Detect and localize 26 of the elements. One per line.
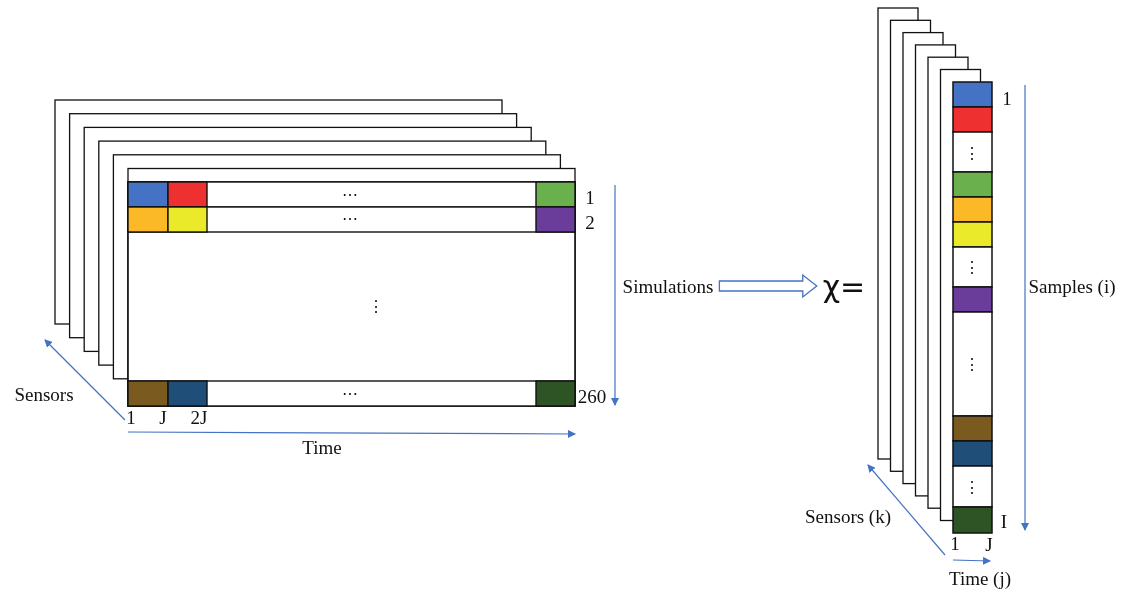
ellipsis-mark: ⋯ bbox=[342, 386, 358, 402]
ellipsis-mark: ⋮ bbox=[964, 480, 980, 496]
text-label: χ= bbox=[822, 272, 866, 302]
row-number: 2 bbox=[585, 212, 595, 232]
ellipsis-mark: ⋯ bbox=[342, 211, 358, 227]
ellipsis-mark: ⋯ bbox=[342, 187, 358, 203]
tick-label: 1 bbox=[950, 533, 960, 553]
row-number: 1 bbox=[1002, 88, 1012, 108]
ellipsis-mark: ⋮ bbox=[368, 299, 384, 315]
tick-label: 2J bbox=[190, 407, 208, 427]
ellipsis-mark: ⋮ bbox=[964, 357, 980, 373]
tick-label: 1 bbox=[126, 407, 136, 427]
axis-label: Samples (i) bbox=[1028, 276, 1116, 296]
axis-label: Time bbox=[302, 437, 342, 457]
text-label: Simulations bbox=[622, 276, 714, 296]
ellipsis-mark: ⋮ bbox=[964, 146, 980, 162]
row-number: I bbox=[1000, 511, 1008, 531]
axis-label: Time (j) bbox=[948, 568, 1012, 588]
tick-label: J bbox=[159, 407, 167, 427]
row-number: 260 bbox=[577, 386, 607, 406]
row-number: 1 bbox=[585, 187, 595, 207]
block-arrow bbox=[718, 273, 818, 299]
ellipsis-mark: ⋮ bbox=[964, 260, 980, 276]
axis-label: Sensors (k) bbox=[805, 506, 891, 526]
tick-label: J bbox=[985, 534, 993, 554]
axis-label: Sensors bbox=[14, 384, 74, 404]
